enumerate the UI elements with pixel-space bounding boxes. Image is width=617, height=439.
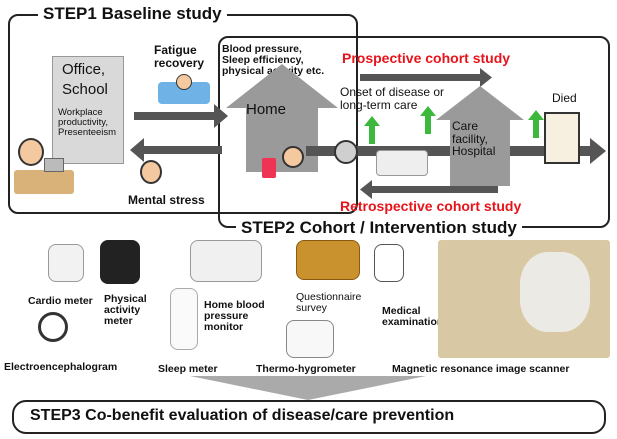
home-label: Home	[246, 101, 287, 118]
arrowhead-office-left	[130, 138, 144, 162]
retrospective-label: Retrospective cohort study	[340, 198, 522, 214]
home-bp-monitor-icon	[190, 240, 262, 282]
thermo-label: Thermo-hygrometer	[256, 363, 356, 375]
medical-label: Medical examination	[382, 305, 444, 329]
mental-stress-label: Mental stress	[128, 193, 205, 207]
bp-monitor-icon	[262, 158, 276, 178]
sleeping-person-icon	[176, 74, 192, 90]
onset-label: Onset of disease or long-term care	[340, 85, 445, 112]
home-house-icon	[226, 64, 338, 172]
physical-label: Physical activity meter	[104, 293, 147, 328]
prospective-arrowhead	[480, 68, 492, 87]
care-facility-icon	[436, 86, 524, 186]
physical-activity-meter-icon	[100, 240, 140, 284]
eeg-headset-icon	[38, 312, 68, 342]
office-worker-icon	[18, 138, 44, 166]
retrospective-arrow	[370, 186, 498, 193]
mri-label: Magnetic resonance image scanner	[392, 363, 570, 375]
envelope-icon	[296, 240, 360, 280]
cardio-label: Cardio meter	[28, 295, 93, 307]
desk-icon	[14, 170, 74, 194]
timeline-arrowhead	[590, 138, 606, 164]
prospective-arrow	[360, 74, 484, 81]
stressed-person-icon	[140, 160, 162, 184]
fatigue-label: Fatigue recovery	[154, 43, 205, 70]
sleep-meter-icon	[170, 288, 198, 350]
thermo-hygrometer-icon	[286, 320, 334, 358]
bp-person-icon	[282, 146, 304, 168]
step2-title: STEP2 Cohort / Intervention study	[236, 218, 522, 238]
green-arrow-2-icon	[420, 106, 436, 134]
mri-ring-icon	[520, 252, 590, 332]
office-title-line1: Office,	[62, 61, 106, 78]
green-arrow-1-icon	[364, 116, 380, 144]
bed-icon	[158, 82, 210, 104]
laptop-icon	[44, 158, 64, 172]
retrospective-arrowhead	[360, 180, 372, 199]
home-bp-label: Home blood pressure monitor	[204, 299, 265, 334]
down-arrow	[190, 376, 426, 400]
questionnaire-label: Questionnaire survey	[296, 291, 362, 315]
arrow-home-to-office	[142, 146, 222, 154]
memorial-portrait-icon	[544, 112, 580, 164]
died-label: Died	[552, 91, 577, 105]
hospital-bed-icon	[376, 150, 428, 176]
sleep-label: Sleep meter	[158, 363, 218, 375]
step3-box	[12, 400, 606, 434]
medical-form-icon	[374, 244, 404, 282]
arrowhead-office-right	[214, 104, 228, 128]
office-title-line2: School	[62, 81, 108, 98]
step1-title: STEP1 Baseline study	[38, 4, 227, 24]
prospective-label: Prospective cohort study	[342, 50, 511, 66]
elderly-person-icon	[334, 140, 358, 164]
step3-title: STEP3 Co-benefit evaluation of disease/c…	[30, 407, 455, 424]
office-box	[52, 56, 124, 164]
green-arrow-3-icon	[528, 110, 544, 138]
office-sub: Workplace productivity, Presenteeism	[58, 107, 117, 138]
arrow-office-to-home	[134, 112, 220, 120]
care-facility-label: Care facility, Hospital	[452, 119, 496, 159]
cardio-meter-icon	[48, 244, 84, 282]
eeg-label: Electroencephalogram	[4, 361, 118, 373]
